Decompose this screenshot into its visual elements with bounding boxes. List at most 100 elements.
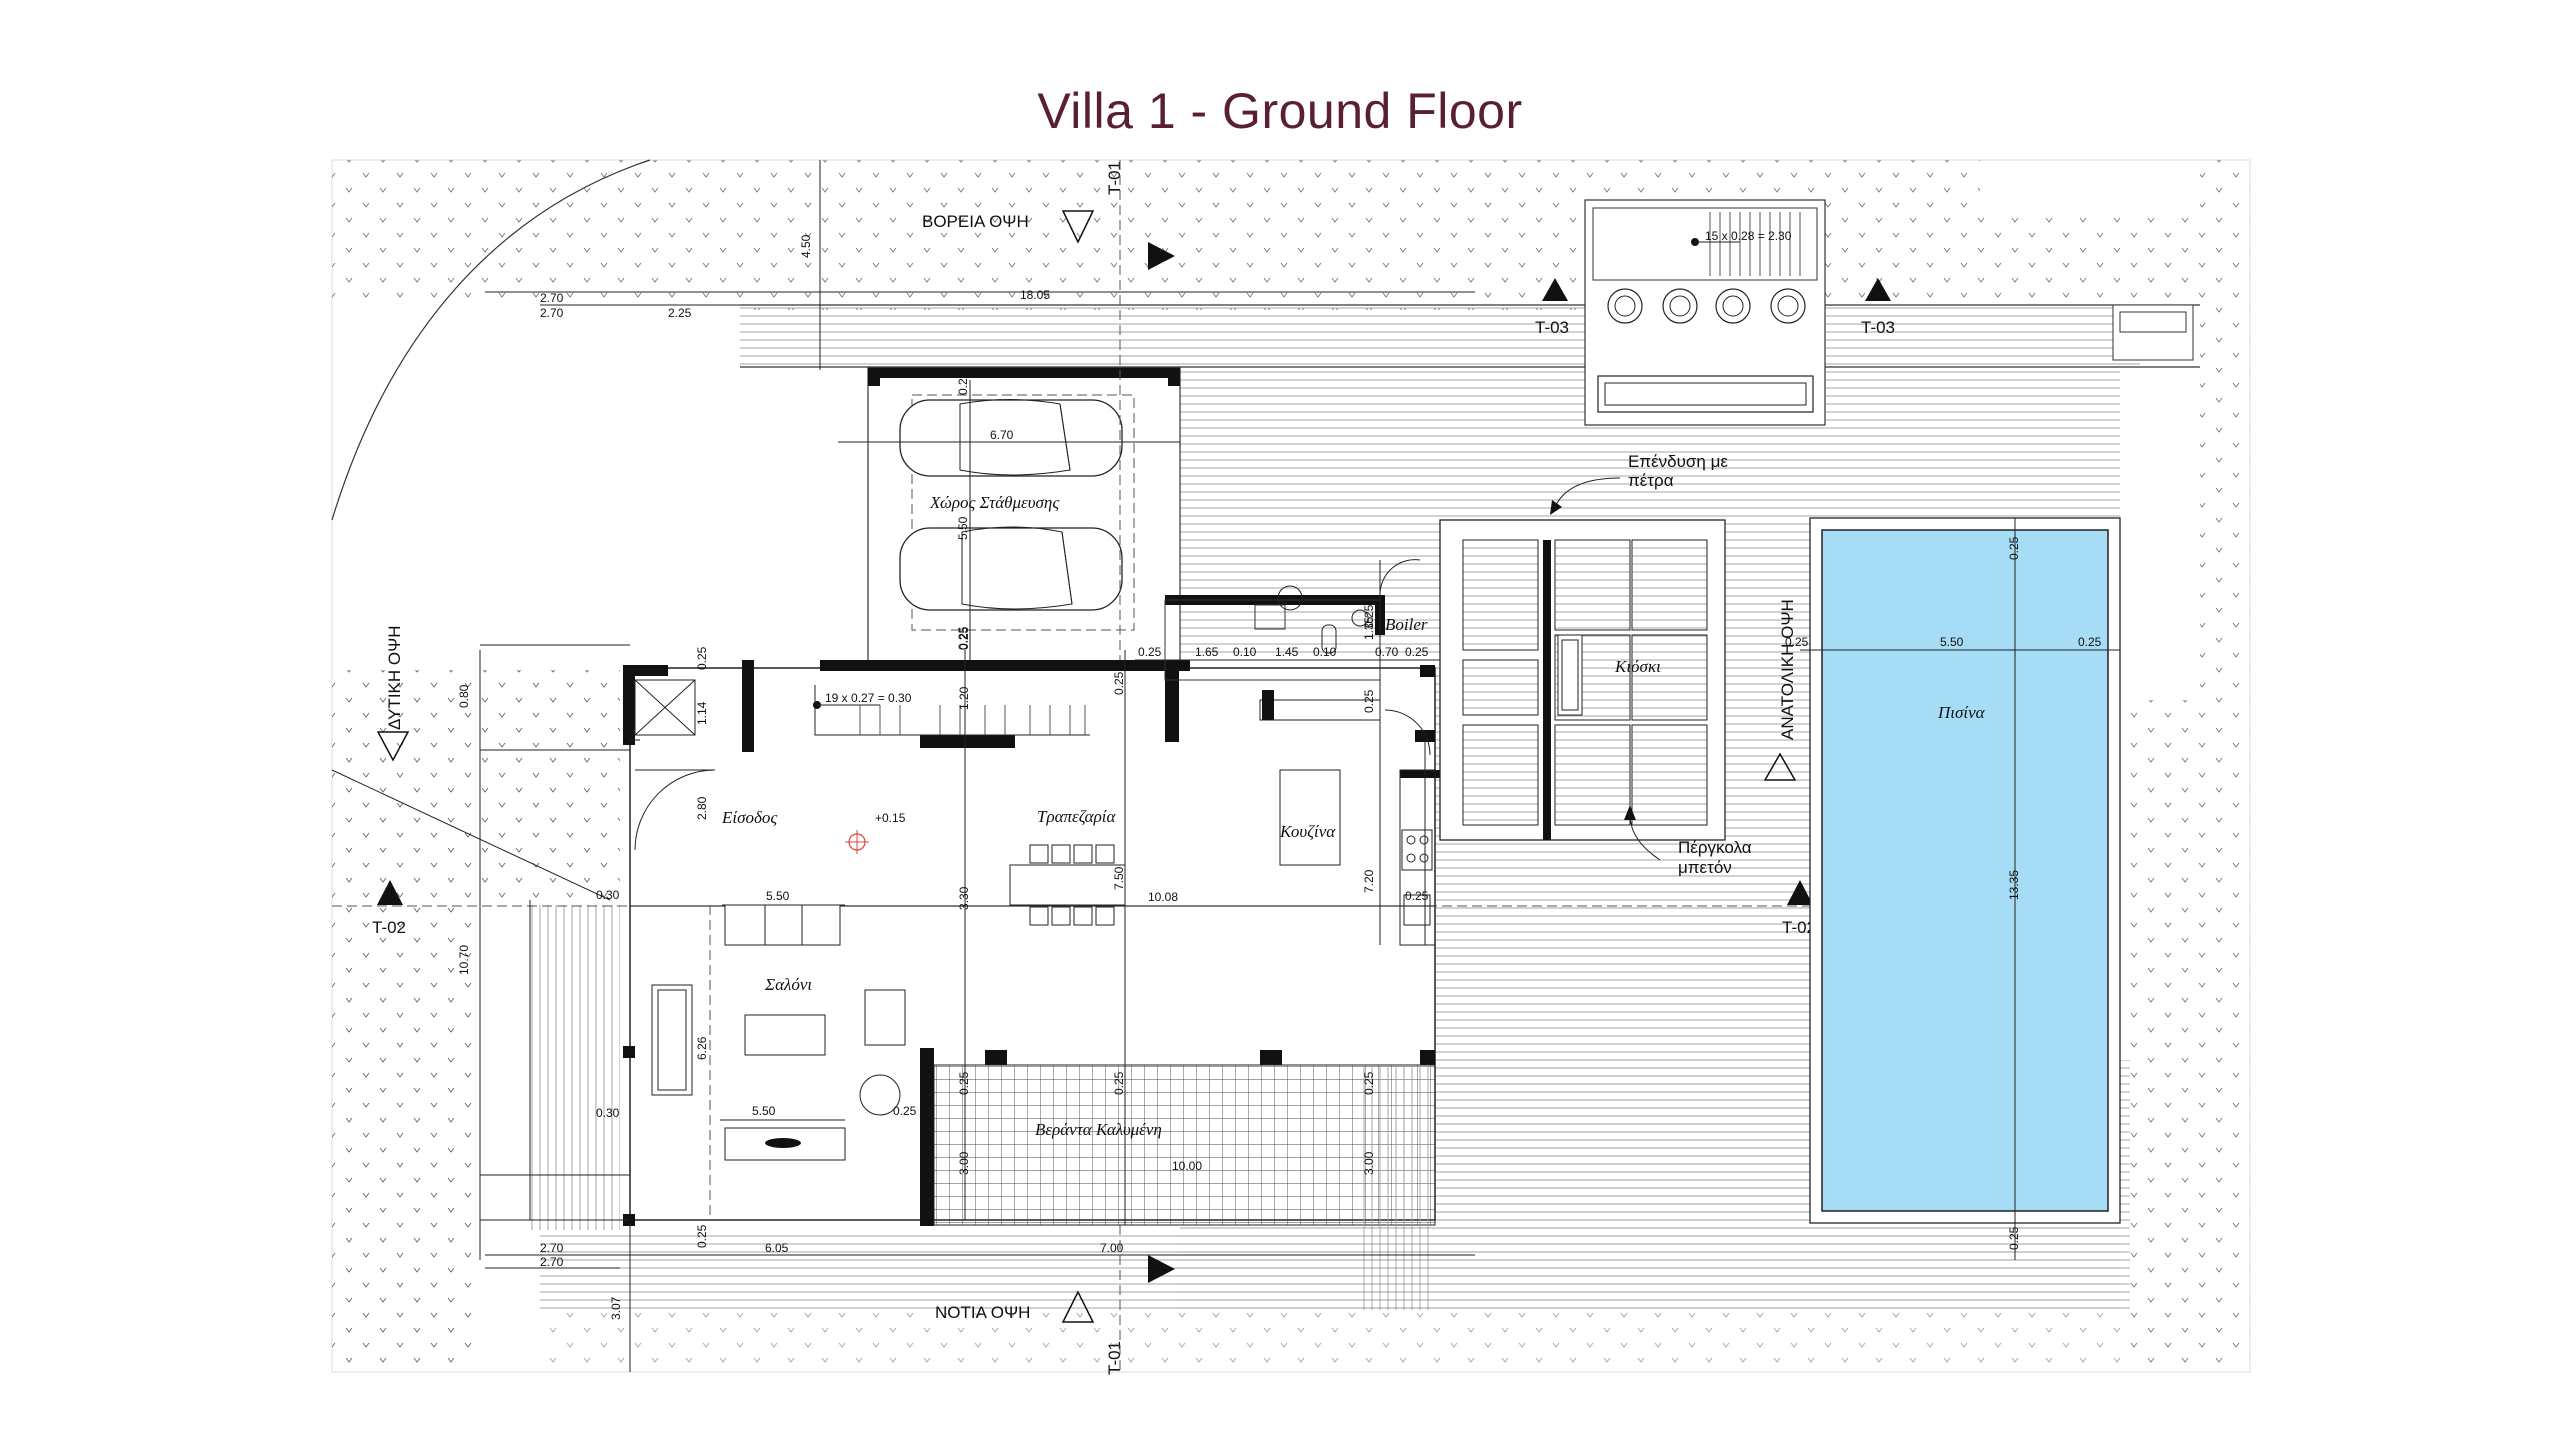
dim-text: 0.25 — [956, 626, 970, 650]
dim-text: 0.25 — [1405, 645, 1429, 659]
dim-text: 0.80 — [457, 684, 471, 708]
dim-text: 0.25 — [1785, 635, 1809, 649]
dim-text: 10.08 — [1148, 890, 1178, 904]
svg-text:T-01: T-01 — [1105, 161, 1124, 195]
svg-text:T-02: T-02 — [372, 918, 406, 937]
svg-text:ΝΟΤΙΑ ΟΨΗ: ΝΟΤΙΑ ΟΨΗ — [935, 1303, 1030, 1322]
section-marker-t03-right: T-03 — [1861, 278, 1895, 337]
note-stone-cladding-2: πέτρα — [1628, 471, 1674, 490]
dim-text: 0.25 — [1112, 1071, 1126, 1095]
grass-north-east — [332, 160, 2250, 1372]
dim-text: 0.25 — [957, 626, 971, 650]
dim-text: 0.25 — [2007, 536, 2021, 560]
section-marker-t01-bottom: T-01 — [1105, 1255, 1175, 1375]
dim-text: 0.25 — [956, 371, 970, 395]
svg-text:+0.15: +0.15 — [875, 811, 906, 825]
stairs-icon — [813, 685, 1090, 736]
note-pergola: Πέργκολα — [1678, 838, 1752, 857]
dim-text: 5.50 — [1940, 635, 1964, 649]
dim-text: 7.50 — [1112, 866, 1126, 890]
dim-text: 1.35 — [1362, 616, 1376, 640]
stair-note: 15 x 0.28 = 2.30 — [1705, 229, 1792, 243]
dim-text: 0.30 — [596, 888, 620, 902]
dim-text: 0.25 — [1138, 645, 1162, 659]
svg-text:T-01: T-01 — [1105, 1341, 1124, 1375]
page-title: Villa 1 - Ground Floor — [1037, 83, 1523, 139]
north-paving — [740, 305, 2140, 367]
level-marker: +0.15 — [845, 811, 906, 854]
west-elevation-label: ΔΥΤΙΚΗ ΟΨΗ — [376, 625, 410, 762]
sofa — [724, 904, 841, 946]
south-elevation-label: ΝΟΤΙΑ ΟΨΗ — [935, 1290, 1095, 1323]
car-icon — [899, 399, 1123, 477]
dim-text: 0.25 — [2007, 1226, 2021, 1250]
west-paving — [530, 905, 620, 1230]
section-marker-t02-right: T-02 — [1782, 880, 1816, 937]
parking-beam — [868, 368, 1180, 378]
room-label-veranda: Βεράντα Καλυμένη — [1035, 1120, 1162, 1139]
room-label-kitchen: Κουζίνα — [1279, 822, 1336, 841]
svg-text:ΒΟΡΕΙΑ ΟΨΗ: ΒΟΡΕΙΑ ΟΨΗ — [922, 212, 1029, 231]
room-label-pool: Πισίνα — [1937, 703, 1986, 722]
dim-text: 0.70 — [1375, 645, 1399, 659]
dim-text: 0.25 — [893, 1104, 917, 1118]
dim-text: 2.80 — [695, 796, 709, 820]
note-stone-cladding: Επένδυση με — [1628, 452, 1728, 471]
room-label-dining: Τραπεζαρία — [1037, 807, 1116, 826]
dim-text: 0.10 — [1233, 645, 1257, 659]
room-label-entrance: Είσοδος — [721, 808, 777, 827]
svg-text:T-03: T-03 — [1535, 318, 1569, 337]
svg-text:T-02: T-02 — [1782, 918, 1816, 937]
dim-text: 3.30 — [957, 886, 971, 910]
dim-text: 10.00 — [1172, 1159, 1202, 1173]
dim-text: 2.70 — [540, 306, 564, 320]
dim-text: 2.70 — [540, 291, 564, 305]
north-elevation-label: ΒΟΡΕΙΑ ΟΨΗ — [922, 210, 1095, 244]
room-label-boiler: Boiler — [1385, 615, 1428, 634]
sofa-side — [651, 984, 693, 1096]
dim-text: 0.10 — [1313, 645, 1337, 659]
dim-text: 0.25 — [1362, 604, 1376, 628]
dim-text: 13.35 — [2007, 870, 2021, 900]
dim-text: 1.20 — [957, 686, 971, 710]
dim-text: 3.00 — [1362, 1151, 1376, 1175]
dimension-lines — [479, 160, 2120, 1372]
svg-text:ΔΥΤΙΚΗ ΟΨΗ: ΔΥΤΙΚΗ ΟΨΗ — [385, 625, 404, 730]
dim-text: 1.65 — [1195, 645, 1219, 659]
room-label-living: Σαλόνι — [764, 975, 812, 994]
dim-text: 5.50 — [752, 1104, 776, 1118]
car-icon — [899, 526, 1123, 611]
stair-note-inner: 19 x 0.27 = 0.30 — [825, 691, 912, 705]
dim-text: 10.70 — [457, 945, 471, 975]
boundary-curve — [331, 159, 651, 521]
dim-text: 6.05 — [765, 1241, 789, 1255]
dim-text: 0.25 — [1405, 889, 1429, 903]
dim-text: 5.50 — [766, 889, 790, 903]
dim-text: 1.45 — [1275, 645, 1299, 659]
dim-text: 6.26 — [695, 1036, 709, 1060]
dim-text: 7.20 — [1362, 869, 1376, 893]
grass-west — [332, 670, 620, 900]
kitchen-island — [1279, 769, 1341, 866]
svg-text:ΑΝΑΤΟΛΙΚΗ ΟΨΗ: ΑΝΑΤΟΛΙΚΗ ΟΨΗ — [1778, 599, 1797, 740]
section-marker-t01-top: T-01 — [1105, 161, 1175, 270]
dim-text: 3.00 — [957, 1151, 971, 1175]
plant-pot — [859, 1074, 901, 1116]
room-label-kiosk: Κιόσκι — [1614, 657, 1661, 676]
dim-text: 0.30 — [596, 1106, 620, 1120]
dim-text: 2.70 — [540, 1255, 564, 1269]
svg-text:T-03: T-03 — [1861, 318, 1895, 337]
pump-tanks — [1607, 288, 1806, 324]
section-marker-t02-left: T-02 — [372, 880, 406, 937]
dim-text: 0.25 — [1112, 671, 1126, 695]
east-elevation-label: ΑΝΑΤΟΛΙΚΗ ΟΨΗ — [1763, 599, 1797, 781]
room-label-parking: Χώρος Στάθμευσης — [929, 493, 1059, 512]
section-marker-t03-left: T-03 — [1535, 278, 1569, 337]
grass-southwest — [332, 900, 480, 1372]
stairs-icon — [1709, 212, 1801, 276]
dim-text: 2.25 — [668, 306, 692, 320]
dim-text: 0.25 — [957, 1071, 971, 1095]
dim-text: 3.07 — [609, 1296, 623, 1320]
dim-text: 5.50 — [956, 516, 970, 540]
